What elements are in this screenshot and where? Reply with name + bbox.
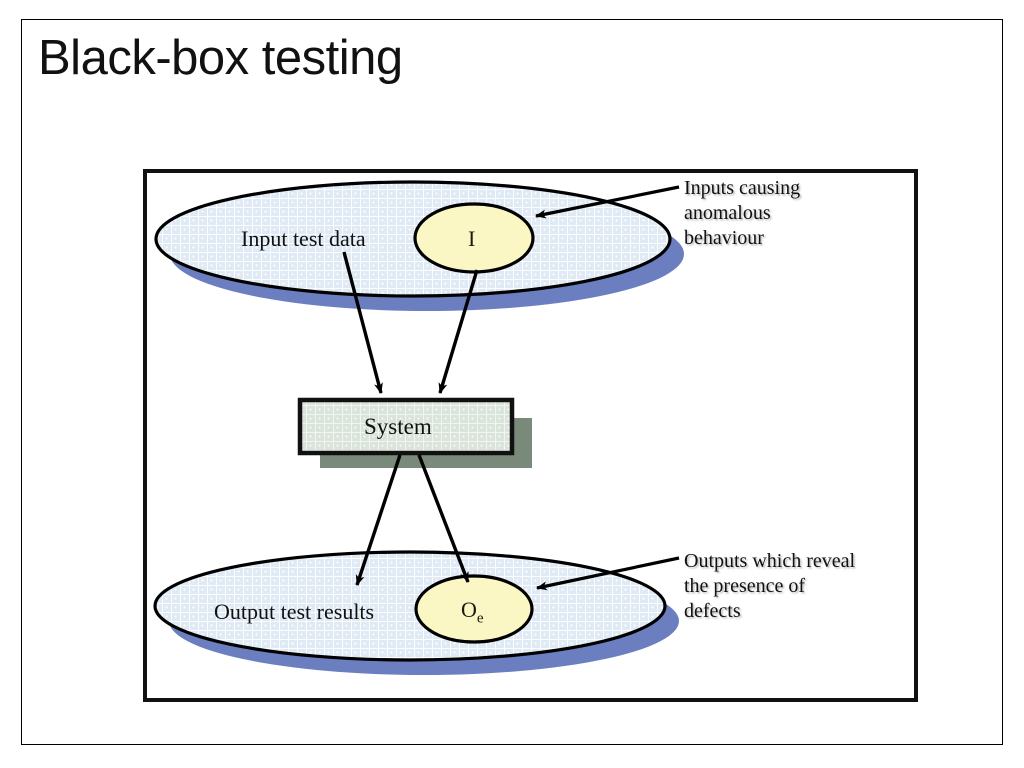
output-set-group <box>153 550 679 675</box>
system-box <box>297 397 515 456</box>
input-set-label: Input test data <box>241 226 366 251</box>
arrow-anomalous-input-to-system <box>438 269 479 394</box>
input-set-ellipse <box>154 180 672 298</box>
output-set-ellipse <box>153 550 667 662</box>
output-set-label: Output test results <box>214 599 375 624</box>
annotation-arrows <box>535 185 680 591</box>
system-box-group <box>297 397 532 468</box>
anomalous-input-subset-ellipse <box>413 202 535 274</box>
arrow-system-to-revealing-outputs <box>417 454 470 583</box>
revealing-output-subset-ellipse <box>414 574 534 644</box>
input-annotation-text: Inputs causing anomalous behaviour <box>684 177 801 249</box>
system-box-label: System <box>364 414 432 439</box>
anomalous-input-subset-label: I <box>468 226 476 251</box>
diagram-frame <box>143 169 918 702</box>
revealing-output-subset-base: O <box>461 597 477 622</box>
arrow-annotation-to-input-subset <box>535 185 680 219</box>
revealing-output-subset-label: Oe <box>461 597 484 627</box>
revealing-output-subset-subscript: e <box>476 610 484 627</box>
page-title: Black-box testing <box>38 31 403 85</box>
arrow-system-to-output-test-results <box>355 454 402 586</box>
arrow-input-test-data-to-system <box>342 251 383 394</box>
arrow-annotation-to-output-subset <box>536 556 680 591</box>
output-annotation-text: Outputs which reveal the presence of def… <box>684 550 856 622</box>
flow-arrows <box>342 251 479 586</box>
